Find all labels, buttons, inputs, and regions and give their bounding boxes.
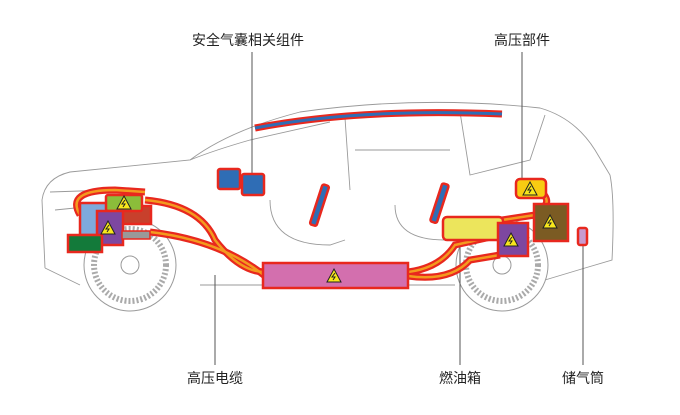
label-fuel-tank: 燃油箱 [439,371,481,387]
front-part-gray [121,230,151,240]
leader-lines [214,52,584,365]
label-airbag-components: 安全气囊相关组件 [192,33,304,49]
rear-seat-side-airbag [429,182,450,224]
front-airbag-1 [216,167,242,191]
label-gas-cylinder: 储气筒 [562,371,604,387]
battery-pack [261,261,410,290]
label-hv-parts: 高压部件 [494,33,550,49]
front-part-dark-green [66,233,104,254]
gas-cylinder [576,226,589,247]
label-hv-cable: 高压电缆 [187,371,243,387]
fuel-tank [441,215,505,242]
front-seat-side-airbag [308,183,331,227]
front-airbag-2 [240,172,266,197]
